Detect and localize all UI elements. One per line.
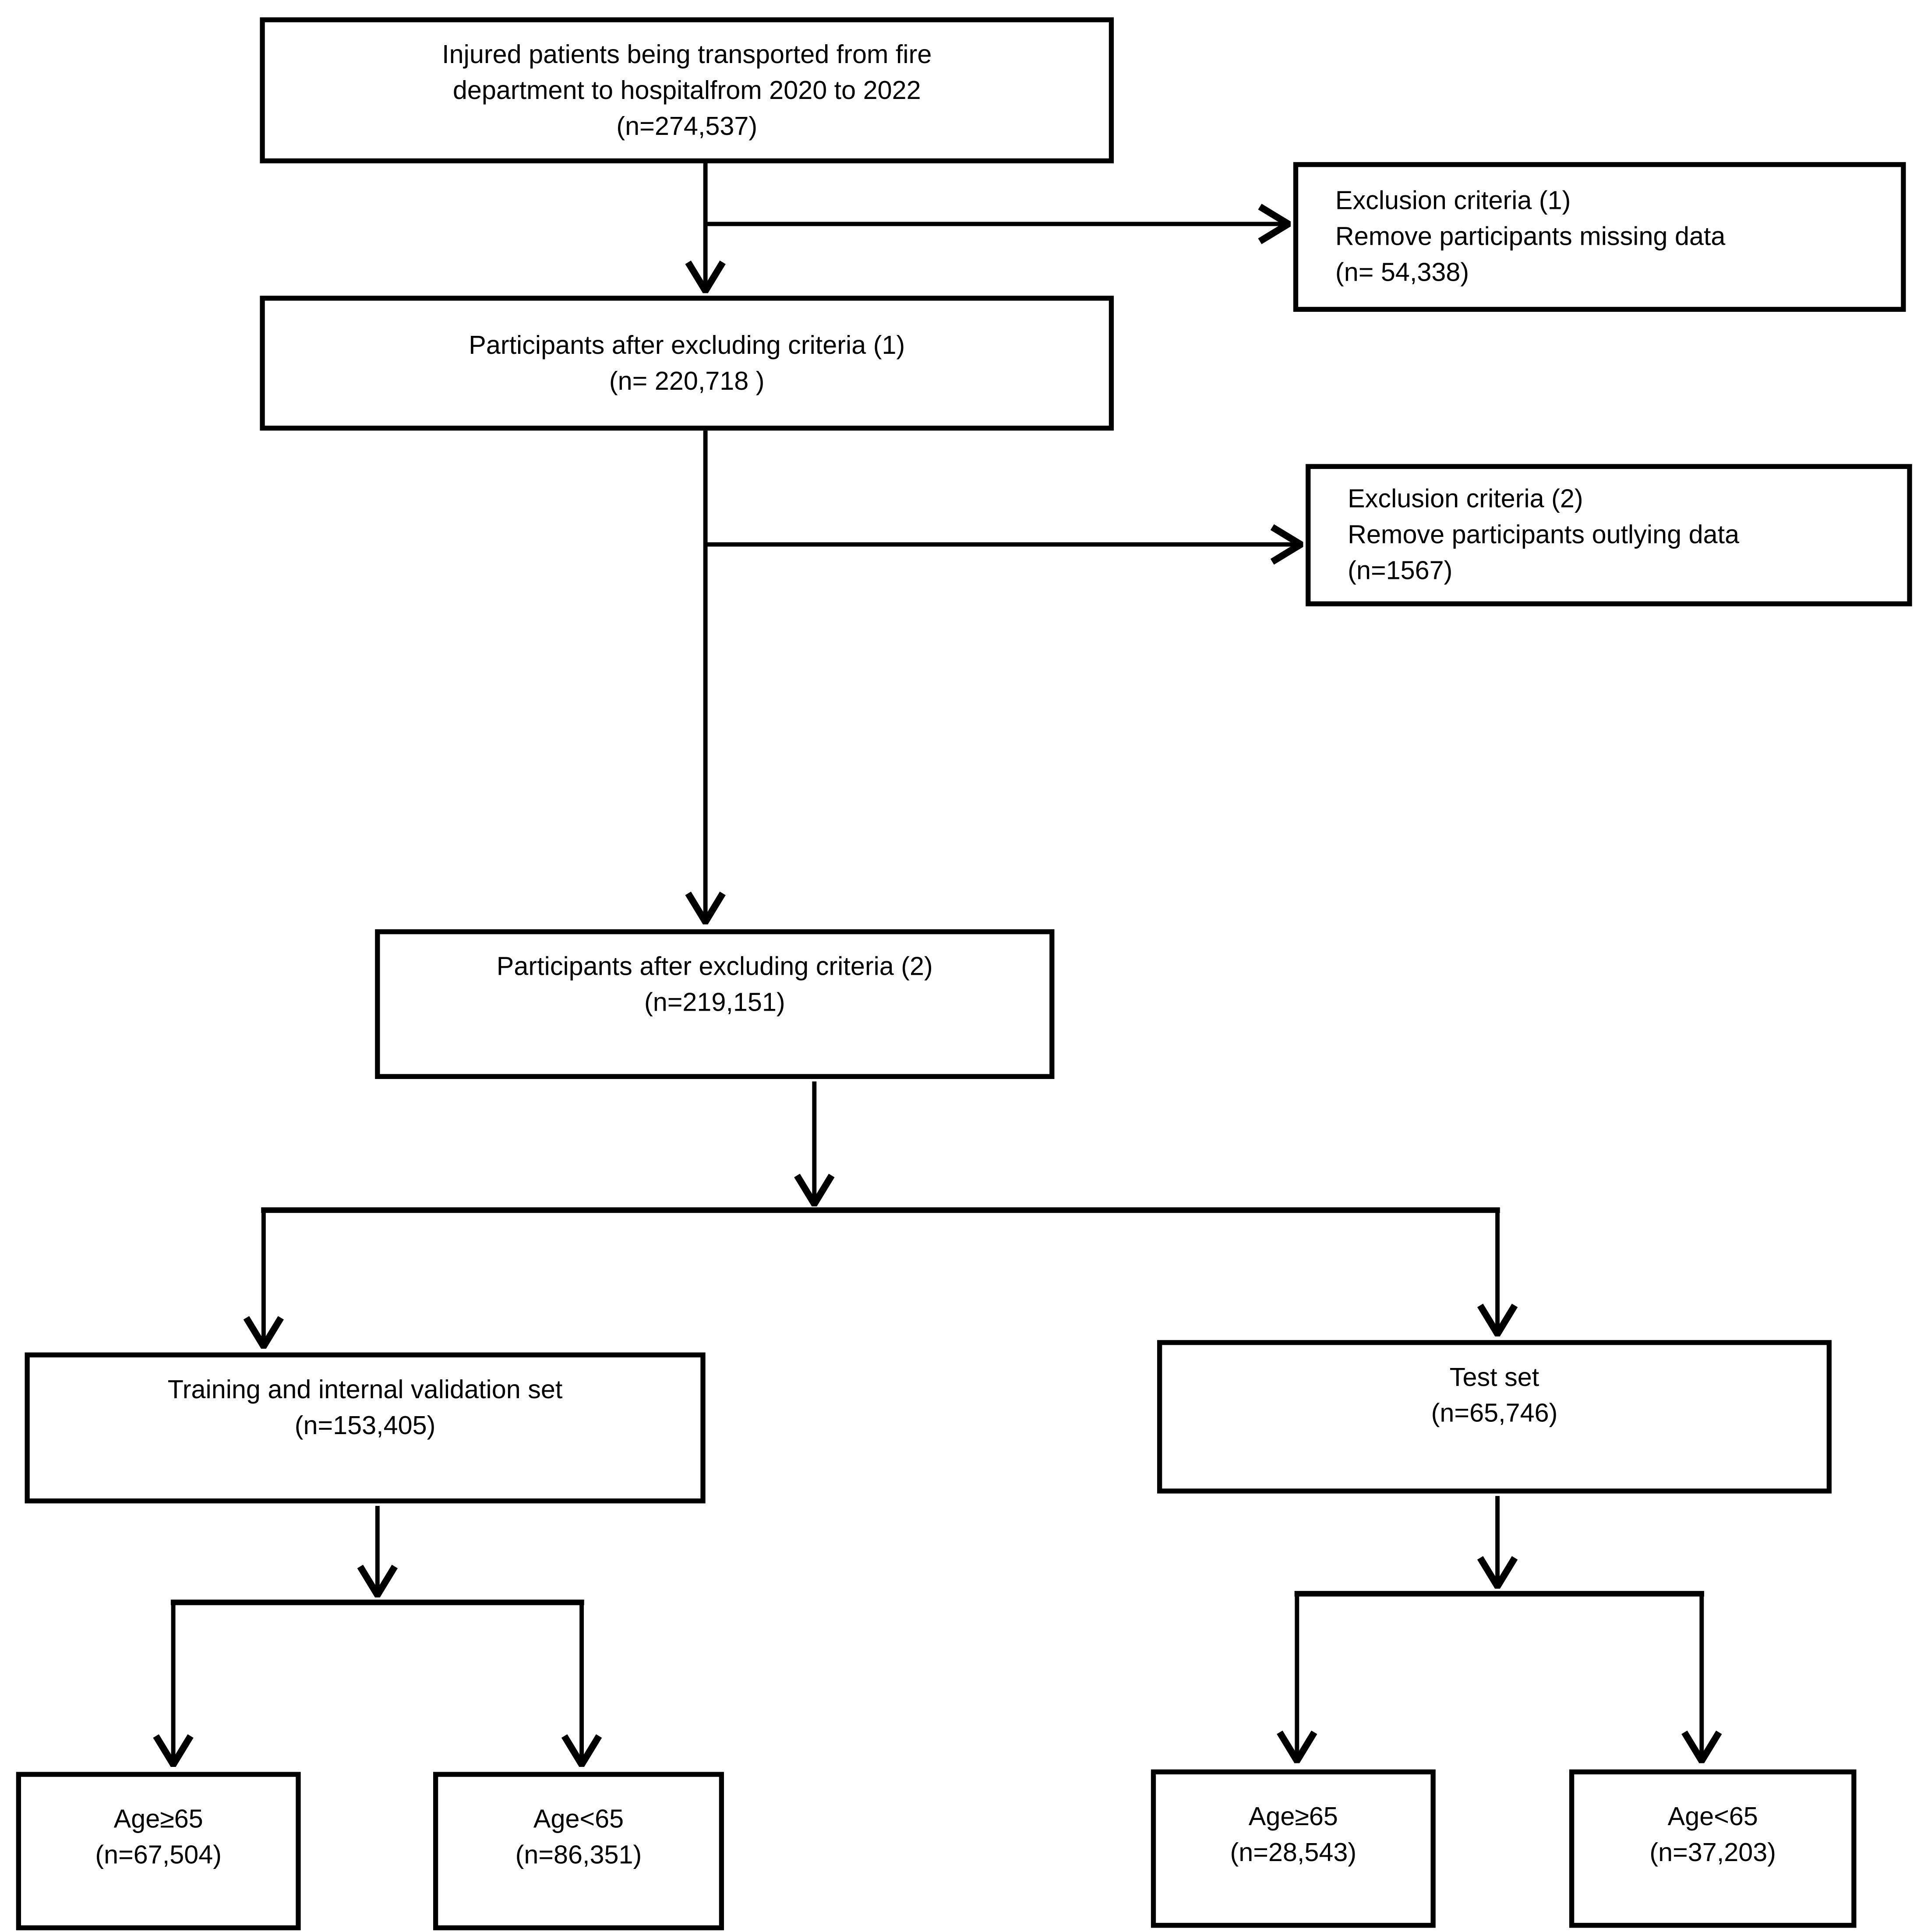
node-exclusion1: Exclusion criteria (1) Remove participan…	[1293, 162, 1906, 312]
node-training-age-ge65-count: (n=67,504)	[95, 1841, 222, 1870]
node-training-set-text: Training and internal validation set	[167, 1376, 563, 1405]
node-after-exclusion1-count: (n= 220,718 )	[609, 367, 765, 395]
node-after-exclusion1: Participants after excluding criteria (1…	[260, 296, 1114, 431]
node-test-age-lt65: Age<65 (n=37,203)	[1569, 1769, 1857, 1928]
node-source-text-1: Injured patients being transported from …	[442, 40, 932, 69]
node-test-age-ge65: Age≥65 (n=28,543)	[1151, 1769, 1436, 1928]
node-training-age-lt65: Age<65 (n=86,351)	[433, 1772, 724, 1931]
node-source-text-2: department to hospitalfrom 2020 to 2022	[452, 76, 921, 105]
node-after-exclusion2-count: (n=219,151)	[644, 988, 785, 1017]
node-exclusion2-count: (n=1567)	[1348, 557, 1453, 585]
node-after-exclusion1-text: Participants after excluding criteria (1…	[469, 331, 905, 360]
node-test-age-ge65-count: (n=28,543)	[1230, 1838, 1357, 1867]
node-exclusion1-title: Exclusion criteria (1)	[1335, 187, 1571, 215]
node-source-count: (n=274,537)	[616, 112, 758, 141]
node-training-age-ge65: Age≥65 (n=67,504)	[16, 1772, 301, 1931]
node-training-set: Training and internal validation set (n=…	[25, 1352, 706, 1504]
node-test-set-text: Test set	[1449, 1363, 1539, 1392]
node-exclusion2-title: Exclusion criteria (2)	[1348, 485, 1583, 514]
node-source: Injured patients being transported from …	[260, 17, 1114, 163]
node-after-exclusion2-text: Participants after excluding criteria (2…	[496, 952, 933, 981]
node-test-age-lt65-count: (n=37,203)	[1649, 1838, 1776, 1867]
node-training-set-count: (n=153,405)	[294, 1412, 436, 1441]
node-test-set: Test set (n=65,746)	[1157, 1340, 1832, 1494]
node-test-age-ge65-text: Age≥65	[1248, 1803, 1338, 1832]
node-training-age-lt65-count: (n=86,351)	[515, 1841, 642, 1870]
node-test-set-count: (n=65,746)	[1431, 1399, 1558, 1428]
node-training-age-lt65-text: Age<65	[533, 1805, 624, 1834]
node-exclusion1-text: Remove participants missing data	[1335, 222, 1726, 251]
node-test-age-lt65-text: Age<65	[1667, 1803, 1758, 1832]
node-exclusion2: Exclusion criteria (2) Remove participan…	[1306, 464, 1912, 606]
node-exclusion2-text: Remove participants outlying data	[1348, 521, 1740, 550]
node-exclusion1-count: (n= 54,338)	[1335, 258, 1469, 287]
node-after-exclusion2: Participants after excluding criteria (2…	[375, 929, 1055, 1079]
node-training-age-ge65-text: Age≥65	[113, 1805, 203, 1834]
